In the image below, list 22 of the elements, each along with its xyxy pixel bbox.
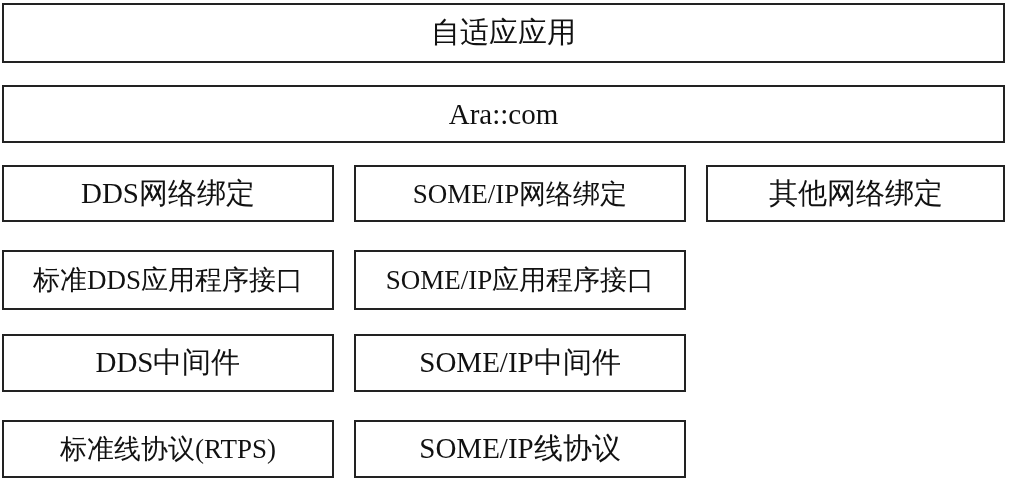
layer-label: DDS网络绑定 [81, 175, 255, 211]
layer-label: 标准线协议(RTPS) [60, 433, 276, 466]
layer-label: SOME/IP应用程序接口 [385, 264, 655, 297]
layer-label: SOME/IP网络绑定 [412, 177, 628, 211]
layer-box [354, 165, 686, 222]
layer-label: SOME/IP线协议 [419, 431, 621, 466]
layer-label: 其他网络绑定 [768, 175, 943, 211]
layer-label: 自适应应用 [431, 15, 576, 50]
layer-label: 标准DDS应用程序接口 [33, 264, 303, 297]
layer-box [2, 165, 334, 222]
layer-box [354, 250, 686, 310]
layer-box [2, 3, 1005, 63]
layer-box [2, 334, 334, 392]
layer-label: SOME/IP中间件 [419, 345, 621, 380]
layer-label: DDS中间件 [95, 345, 241, 380]
layer-box [2, 420, 334, 478]
layer-box [354, 420, 686, 478]
layer-box [2, 250, 334, 310]
layer-box [354, 334, 686, 392]
layer-box [706, 165, 1005, 222]
layer-label: Ara::com [448, 97, 559, 131]
layer-box [2, 85, 1005, 143]
